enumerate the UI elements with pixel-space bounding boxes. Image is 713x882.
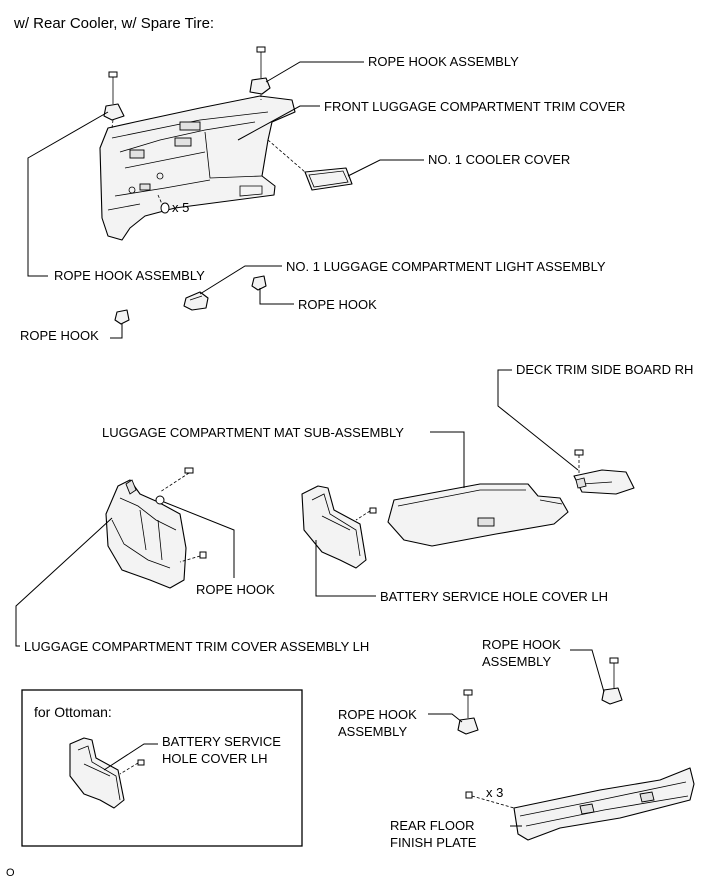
ottoman-title: for Ottoman: <box>34 704 112 720</box>
rope-hook-mid-part <box>251 275 267 291</box>
bolt-quantity: x 3 <box>486 785 503 800</box>
leader-trim-cover-assembly-lh <box>15 517 113 647</box>
label-rope-hook-assembly-left: ROPE HOOK ASSEMBLY <box>54 268 205 283</box>
leader-front-trim-cover <box>237 105 320 141</box>
rope-hook-left-part <box>114 309 130 325</box>
front-trim-cover-part <box>99 95 296 241</box>
label-rope-hook-assembly-right-1: ROPE HOOK <box>482 637 561 652</box>
label-mat-sub-assembly: LUGGAGE COMPARTMENT MAT SUB-ASSEMBLY <box>102 425 404 440</box>
leader-rope-hook-assembly-top <box>265 61 364 83</box>
rope-hook-assembly-mid-part <box>457 689 479 735</box>
leader-rope-hook-left <box>110 324 123 339</box>
leader-rope-hook-assembly-right <box>570 649 605 693</box>
leader-rope-hook-assembly-left <box>27 111 109 277</box>
label-trim-cover-assembly-lh: LUGGAGE COMPARTMENT TRIM COVER ASSEMBLY … <box>24 639 369 654</box>
ottoman-label-2: HOLE COVER LH <box>162 751 267 766</box>
trim-cover-assembly-lh-part <box>105 467 207 589</box>
leader-battery-cover <box>315 540 376 597</box>
label-deck-trim-side-board: DECK TRIM SIDE BOARD RH <box>516 362 693 377</box>
label-rope-hook-assembly-mid-2: ASSEMBLY <box>338 724 407 739</box>
leader-rope-hook-mid <box>259 288 294 305</box>
leader-rope-hook-assembly-mid <box>428 713 463 723</box>
label-rear-floor-1: REAR FLOOR <box>390 818 475 833</box>
label-rear-floor-2: FINISH PLATE <box>390 835 477 850</box>
clip-part <box>157 194 170 214</box>
ottoman-box <box>21 689 303 847</box>
leader-ottoman-battery-cover <box>103 743 158 771</box>
battery-cover-part <box>301 485 377 569</box>
leader-deck-trim-side-board <box>497 369 579 471</box>
leader-mat-sub-assembly <box>430 431 465 488</box>
label-front-trim-cover: FRONT LUGGAGE COMPARTMENT TRIM COVER <box>324 99 625 114</box>
ottoman-label-1: BATTERY SERVICE <box>162 734 281 749</box>
rear-floor-finish-plate-part <box>465 767 695 841</box>
deck-trim-side-board-part <box>573 449 635 495</box>
leader-light-assembly <box>199 265 282 295</box>
label-rope-hook-lower: ROPE HOOK <box>196 582 275 597</box>
light-assembly-part <box>183 291 209 311</box>
figure-code: O <box>6 867 15 879</box>
label-battery-cover: BATTERY SERVICE HOLE COVER LH <box>380 589 608 604</box>
leader-rope-hook-lower <box>163 501 235 578</box>
cooler-cover-part <box>267 139 353 191</box>
rope-hook-assembly-left-part <box>103 71 125 129</box>
ottoman-battery-cover-part <box>69 737 145 809</box>
leader-cooler-cover <box>347 159 424 177</box>
rope-hook-assembly-right-part <box>601 657 623 705</box>
clip-quantity: x 5 <box>172 200 189 215</box>
section-header: w/ Rear Cooler, w/ Spare Tire: <box>13 15 214 32</box>
luggage-mat-part <box>387 483 569 547</box>
label-cooler-cover: NO. 1 COOLER COVER <box>428 152 570 167</box>
rope-hook-assembly-top-part <box>249 46 271 100</box>
label-rope-hook-left: ROPE HOOK <box>20 328 99 343</box>
label-rope-hook-assembly-top: ROPE HOOK ASSEMBLY <box>368 54 519 69</box>
label-rope-hook-mid: ROPE HOOK <box>298 297 377 312</box>
label-rope-hook-assembly-mid-1: ROPE HOOK <box>338 707 417 722</box>
label-light-assembly: NO. 1 LUGGAGE COMPARTMENT LIGHT ASSEMBLY <box>286 259 606 274</box>
label-rope-hook-assembly-right-2: ASSEMBLY <box>482 654 551 669</box>
